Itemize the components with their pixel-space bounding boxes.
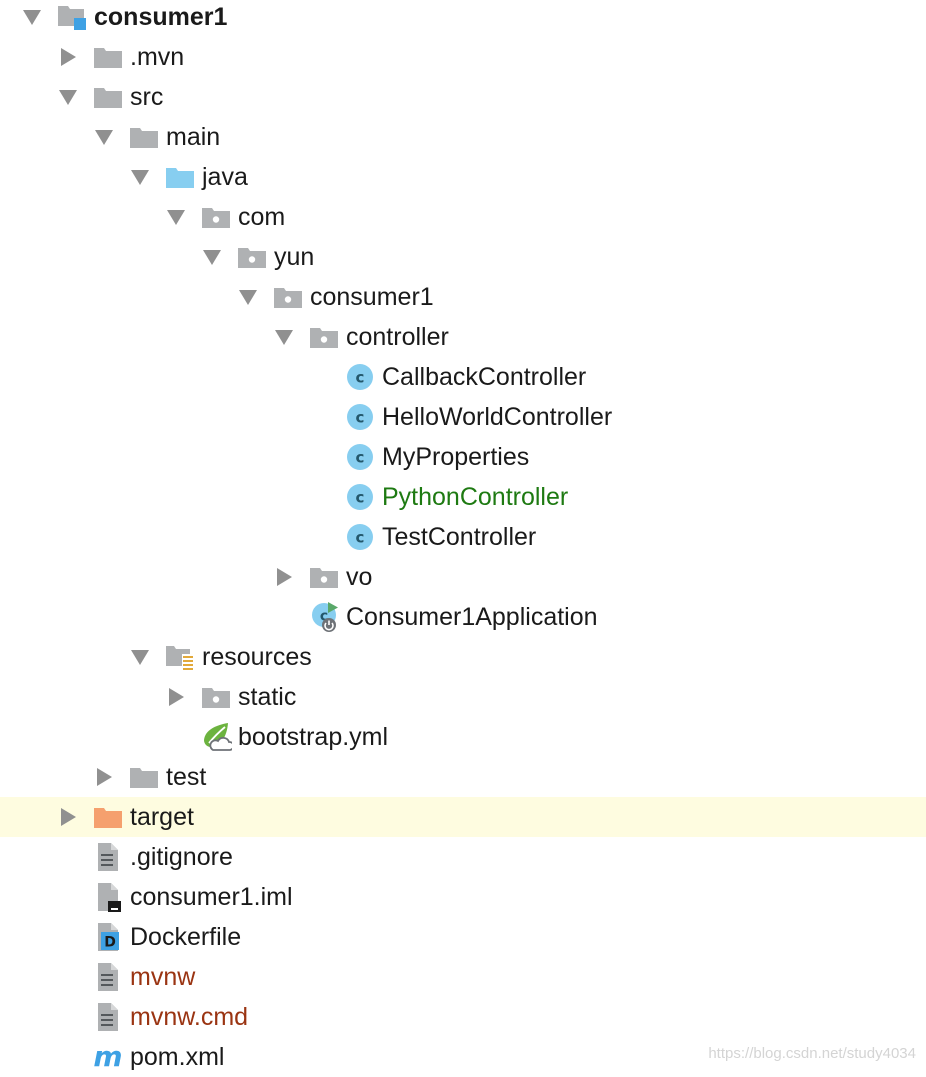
tree-node-yun[interactable]: yun <box>0 237 926 277</box>
tree-node-bootstrap-yml[interactable]: bootstrap.yml <box>0 717 926 757</box>
tree-node-label: bootstrap.yml <box>238 723 389 751</box>
tree-node-consumer1[interactable]: consumer1 <box>0 0 926 37</box>
tree-node-label: MyProperties <box>382 443 530 471</box>
tree-node-label: Consumer1Application <box>346 603 598 631</box>
tree-node-label: controller <box>346 323 449 351</box>
expand-arrow-right-icon[interactable] <box>56 45 80 69</box>
tree-node-label: .gitignore <box>130 843 233 871</box>
tree-node-label: test <box>166 763 207 791</box>
tree-node-label: static <box>238 683 297 711</box>
tree-node-label: pom.xml <box>130 1043 225 1071</box>
folder-icon <box>128 121 160 153</box>
package-icon <box>308 321 340 353</box>
tree-node-mvnw[interactable]: mvnw <box>0 957 926 997</box>
tree-node-label: main <box>166 123 221 151</box>
tree-node-consumer1-iml[interactable]: consumer1.iml <box>0 877 926 917</box>
package-icon <box>200 681 232 713</box>
tree-node-target[interactable]: target <box>0 797 926 837</box>
source-folder-icon <box>164 161 196 193</box>
java-class-icon <box>344 521 376 553</box>
expand-arrow-down-icon[interactable] <box>164 205 188 229</box>
package-icon <box>308 561 340 593</box>
tree-node-testcontroller[interactable]: TestController <box>0 517 926 557</box>
folder-icon <box>92 41 124 73</box>
tree-node-pythoncontroller[interactable]: PythonController <box>0 477 926 517</box>
java-class-icon <box>344 401 376 433</box>
tree-node-label: consumer1 <box>94 3 228 31</box>
expand-arrow-down-icon[interactable] <box>236 285 260 309</box>
tree-node-com[interactable]: com <box>0 197 926 237</box>
tree-node-label: yun <box>274 243 315 271</box>
expand-arrow-right-icon[interactable] <box>92 765 116 789</box>
tree-node-label: mvnw <box>130 963 196 991</box>
text-file-icon <box>92 841 124 873</box>
tree-node-label: com <box>238 203 286 231</box>
tree-node-helloworldcontroller[interactable]: HelloWorldController <box>0 397 926 437</box>
excluded-folder-icon <box>92 801 124 833</box>
tree-node-label: CallbackController <box>382 363 587 391</box>
tree-node-resources[interactable]: resources <box>0 637 926 677</box>
package-icon <box>272 281 304 313</box>
text-file-icon <box>92 961 124 993</box>
java-class-icon <box>344 361 376 393</box>
tree-node-label: HelloWorldController <box>382 403 613 431</box>
tree-node-label: target <box>130 803 194 831</box>
tree-node-mvn[interactable]: .mvn <box>0 37 926 77</box>
expand-arrow-down-icon[interactable] <box>128 645 152 669</box>
expand-arrow-right-icon[interactable] <box>164 685 188 709</box>
tree-node-label: TestController <box>382 523 537 551</box>
tree-node-controller[interactable]: controller <box>0 317 926 357</box>
tree-node-gitignore[interactable]: .gitignore <box>0 837 926 877</box>
tree-node-consumer1[interactable]: consumer1 <box>0 277 926 317</box>
expand-arrow-down-icon[interactable] <box>92 125 116 149</box>
expand-arrow-down-icon[interactable] <box>200 245 224 269</box>
resources-folder-icon <box>164 641 196 673</box>
spring-config-icon <box>200 721 232 753</box>
expand-arrow-right-icon[interactable] <box>56 805 80 829</box>
tree-node-main[interactable]: main <box>0 117 926 157</box>
text-file-icon <box>92 1001 124 1033</box>
module-folder-icon <box>56 1 88 33</box>
iml-file-icon <box>92 881 124 913</box>
tree-node-label: mvnw.cmd <box>130 1003 249 1031</box>
java-class-icon <box>344 481 376 513</box>
dockerfile-icon <box>92 921 124 953</box>
folder-icon <box>128 761 160 793</box>
spring-boot-app-icon <box>308 601 340 633</box>
tree-node-dockerfile[interactable]: Dockerfile <box>0 917 926 957</box>
tree-node-label: consumer1 <box>310 283 434 311</box>
tree-node-consumer1application[interactable]: Consumer1Application <box>0 597 926 637</box>
maven-icon <box>92 1041 124 1073</box>
expand-arrow-down-icon[interactable] <box>128 165 152 189</box>
tree-node-label: vo <box>346 563 373 591</box>
expand-arrow-down-icon[interactable] <box>56 85 80 109</box>
tree-node-label: .mvn <box>130 43 185 71</box>
tree-node-label: resources <box>202 643 312 671</box>
tree-node-label: src <box>130 83 164 111</box>
tree-node-static[interactable]: static <box>0 677 926 717</box>
tree-node-java[interactable]: java <box>0 157 926 197</box>
tree-node-label: Dockerfile <box>130 923 242 951</box>
package-icon <box>236 241 268 273</box>
tree-node-test[interactable]: test <box>0 757 926 797</box>
expand-arrow-right-icon[interactable] <box>272 565 296 589</box>
tree-node-label: java <box>202 163 248 191</box>
tree-node-pom-xml[interactable]: pom.xml <box>0 1037 926 1077</box>
tree-node-label: PythonController <box>382 483 569 511</box>
expand-arrow-down-icon[interactable] <box>272 325 296 349</box>
watermark: https://blog.csdn.net/study4034 <box>708 1045 916 1062</box>
expand-arrow-down-icon[interactable] <box>20 5 44 29</box>
tree-node-mvnw-cmd[interactable]: mvnw.cmd <box>0 997 926 1037</box>
tree-node-myproperties[interactable]: MyProperties <box>0 437 926 477</box>
tree-node-callbackcontroller[interactable]: CallbackController <box>0 357 926 397</box>
tree-node-vo[interactable]: vo <box>0 557 926 597</box>
folder-icon <box>92 81 124 113</box>
tree-node-src[interactable]: src <box>0 77 926 117</box>
package-icon <box>200 201 232 233</box>
java-class-icon <box>344 441 376 473</box>
tree-node-label: consumer1.iml <box>130 883 293 911</box>
